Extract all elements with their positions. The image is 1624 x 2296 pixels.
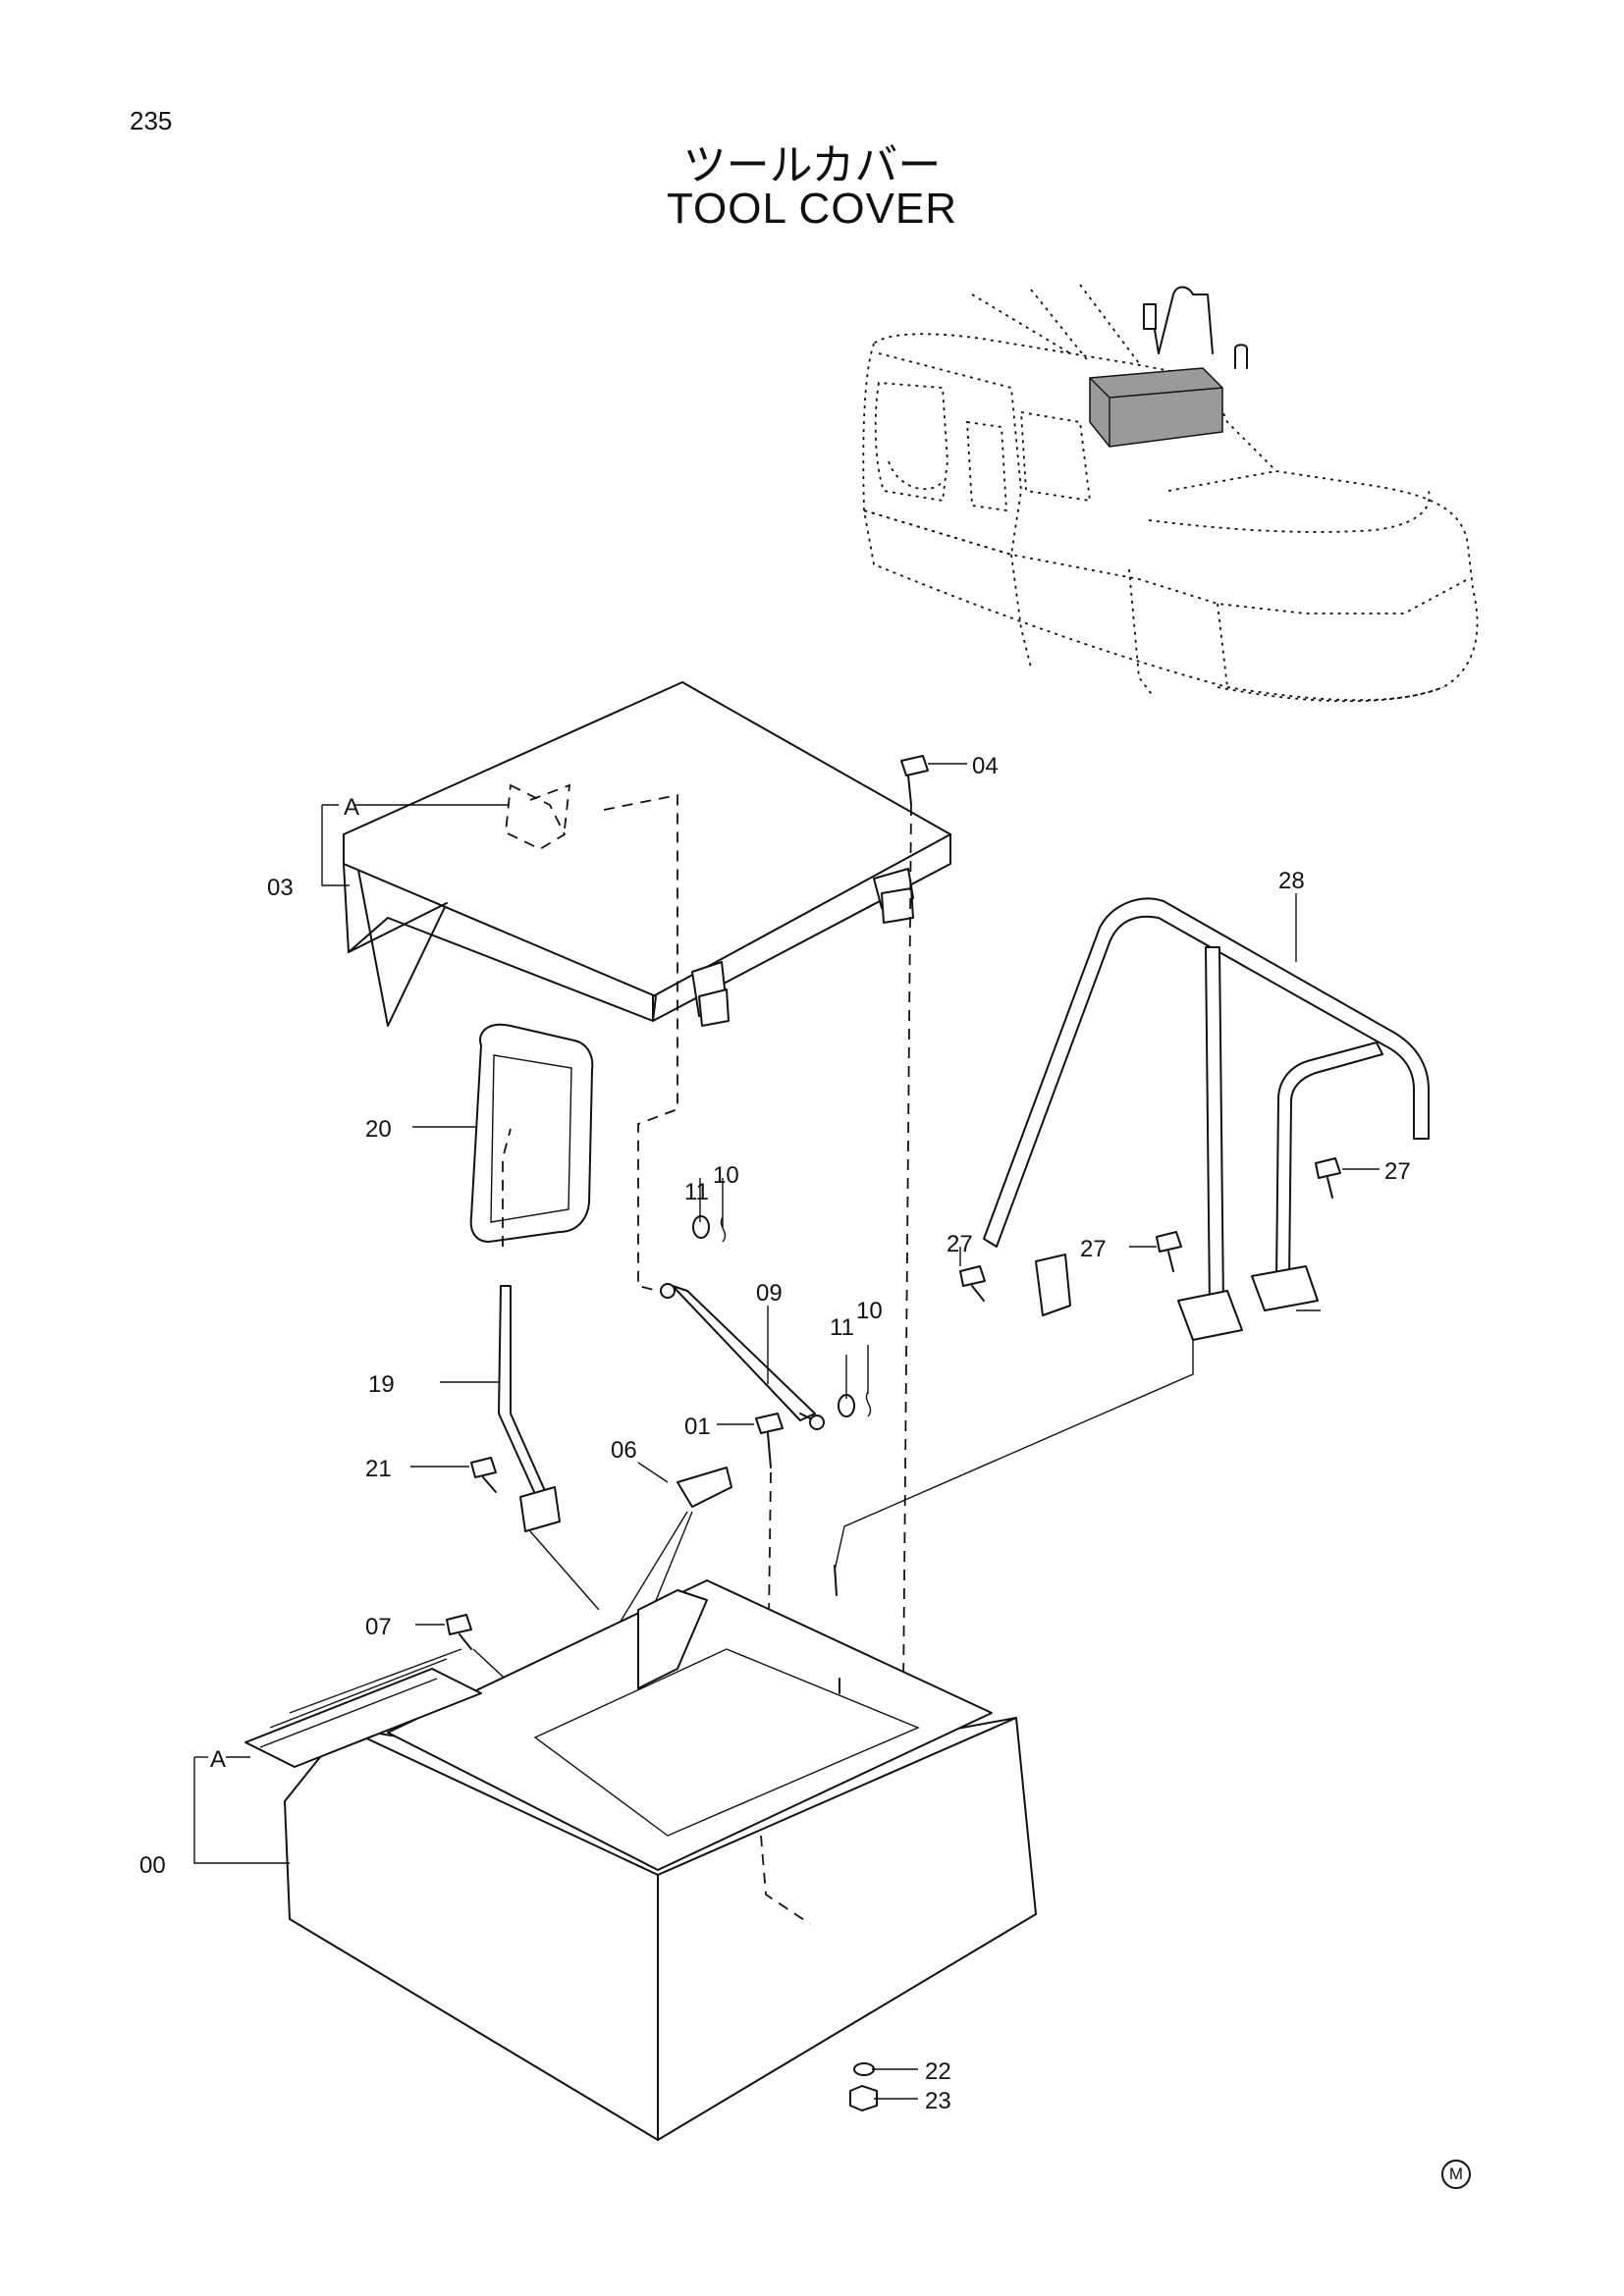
part-00-tool-box: [244, 1565, 1037, 2141]
part-07-bolt: [446, 1614, 516, 1689]
callout-labels: A 03 04 28 20 11 10 27 27 27 09 11 10 19…: [139, 753, 1411, 2114]
callout-27a: 27: [947, 1231, 973, 1257]
manufacturer-mark: M: [1441, 2160, 1471, 2189]
callout-11b: 11: [830, 1314, 854, 1341]
page-number: 235: [130, 106, 173, 135]
callout-04: 04: [972, 753, 999, 779]
callout-06: 06: [611, 1437, 637, 1464]
callout-07: 07: [365, 1614, 392, 1640]
callout-10a: 10: [713, 1162, 739, 1189]
title-english: TOOL COVER: [666, 185, 958, 233]
part-19-mirror-stay: [498, 1285, 600, 1611]
callout-00: 00: [139, 1852, 166, 1879]
part-28-handrail: [834, 897, 1430, 1572]
callout-10b: 10: [856, 1298, 883, 1324]
title-japanese: ツールカバー: [682, 140, 942, 190]
callout-ref-a-top: A: [344, 794, 359, 821]
part-27-bolts: [959, 1157, 1341, 1302]
callout-09: 09: [756, 1280, 783, 1307]
callout-21: 21: [365, 1456, 392, 1482]
part-03-tool-cover-lid: [343, 681, 951, 1297]
part-22-washer: [853, 2062, 875, 2076]
callout-11a: 11: [684, 1179, 709, 1205]
callout-ref-a-bottom: A: [210, 1746, 226, 1773]
part-09-gas-spring: [660, 1215, 872, 1430]
callout-22: 22: [925, 2058, 951, 2085]
callout-28: 28: [1278, 868, 1305, 894]
callout-27b: 27: [1080, 1236, 1107, 1262]
callout-01: 01: [684, 1414, 711, 1440]
callout-23: 23: [925, 2088, 951, 2114]
part-21-bolt: [470, 1457, 497, 1493]
part-23-nut: [849, 2085, 878, 2111]
callout-03: 03: [267, 875, 294, 901]
leader-lines: [193, 763, 1380, 2100]
part-20-mirror: [469, 1023, 594, 1247]
callout-27c: 27: [1384, 1158, 1411, 1185]
callout-19: 19: [368, 1371, 395, 1398]
excavator-locator-view: [862, 284, 1479, 703]
callout-20: 20: [365, 1116, 392, 1143]
